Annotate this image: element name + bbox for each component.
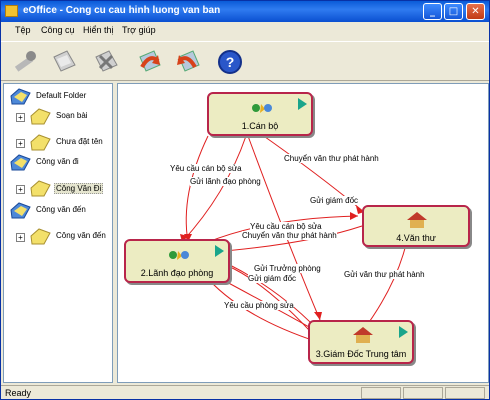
- workflow-node-can-bo[interactable]: 1.Cán bộ: [207, 92, 313, 136]
- edge-label: Yêu cầu phòng sửa: [224, 301, 294, 310]
- help-icon[interactable]: ?: [215, 47, 245, 77]
- menu-view[interactable]: Hiển thị: [83, 25, 114, 35]
- title-bar[interactable]: eOffice - Cong cu cau hinh luong van ban…: [1, 1, 489, 22]
- edge-label: Gửi giám đốc: [248, 274, 297, 283]
- edge-label: Chuyển văn thư phát hành: [242, 231, 337, 240]
- folder-icon: [10, 202, 31, 219]
- edge-line: [213, 225, 363, 253]
- edge-label: Gửi văn thư phát hành: [344, 270, 425, 279]
- edge-line: [181, 135, 247, 243]
- workflow-node-van-thu[interactable]: 4.Văn thư: [362, 205, 470, 247]
- status-panel: [445, 387, 485, 399]
- refresh-arrow-icon[interactable]: [173, 47, 203, 77]
- house-icon: [353, 327, 373, 343]
- process-icon: [169, 251, 189, 260]
- close-button[interactable]: ✕: [466, 3, 485, 20]
- workflow-canvas[interactable]: Yêu cầu cán bộ sửa Gửi lãnh đạo phòng Ch…: [117, 83, 489, 383]
- pin-icon[interactable]: [11, 47, 41, 77]
- edge-line: [227, 263, 317, 329]
- status-text: Ready: [5, 388, 32, 398]
- play-icon[interactable]: [298, 98, 307, 110]
- paper-icon[interactable]: [49, 47, 79, 77]
- menu-tools[interactable]: Công cụ: [41, 25, 75, 35]
- arrow-icon: [350, 212, 358, 220]
- edge-label: Chuyển văn thư phát hành: [284, 154, 379, 163]
- edge-label: Gửi giám đốc: [310, 196, 359, 205]
- minimize-button[interactable]: _: [423, 3, 442, 20]
- edge-line: [185, 135, 209, 243]
- play-icon[interactable]: [399, 326, 408, 338]
- play-icon[interactable]: [215, 245, 224, 257]
- folder-tree: Default Folder + Soạn bài + Chưa đặt tên…: [3, 83, 113, 383]
- folder-icon: [10, 88, 31, 105]
- edge-label: Yêu cầu cán bộ sửa: [250, 222, 322, 231]
- folder-icon: [10, 154, 31, 171]
- delete-paper-icon[interactable]: [91, 47, 121, 77]
- edge-label: Gửi Trưởng phòng: [254, 264, 321, 273]
- menu-file[interactable]: Tệp: [15, 25, 31, 35]
- edge-label: Gửi lãnh đạo phòng: [190, 177, 261, 186]
- edge-line: [361, 235, 409, 333]
- status-panel: [361, 387, 401, 399]
- expand-icon[interactable]: +: [16, 139, 25, 148]
- maximize-button[interactable]: □: [444, 3, 463, 20]
- expand-icon[interactable]: +: [16, 233, 25, 242]
- workflow-node-lanh-dao-phong[interactable]: 2.Lãnh đạo phòng: [124, 239, 230, 283]
- folder-icon: [30, 180, 51, 197]
- edge-label: Yêu cầu cán bộ sửa: [170, 164, 242, 173]
- window-title: eOffice - Cong cu cau hinh luong van ban: [23, 5, 221, 16]
- app-icon: [5, 5, 18, 17]
- status-bar: Ready: [1, 385, 489, 400]
- expand-icon[interactable]: +: [16, 113, 25, 122]
- house-icon: [407, 212, 427, 228]
- menu-bar: Tệp Công cụ Hiển thị Trợ giúp: [1, 22, 489, 40]
- expand-icon[interactable]: +: [16, 185, 25, 194]
- folder-icon: [30, 228, 51, 245]
- process-icon: [252, 104, 272, 113]
- content-area: Default Folder + Soạn bài + Chưa đặt tên…: [3, 83, 489, 383]
- status-panel: [403, 387, 443, 399]
- svg-text:?: ?: [226, 54, 235, 70]
- toolbar: ?: [1, 41, 489, 81]
- workflow-node-giam-doc[interactable]: 3.Giám Đốc Trung tâm: [308, 320, 414, 364]
- refresh-arrow-icon[interactable]: [134, 47, 164, 77]
- folder-icon: [30, 134, 51, 151]
- folder-icon: [30, 108, 51, 125]
- menu-help[interactable]: Trợ giúp: [122, 25, 156, 35]
- arrow-icon: [314, 312, 322, 320]
